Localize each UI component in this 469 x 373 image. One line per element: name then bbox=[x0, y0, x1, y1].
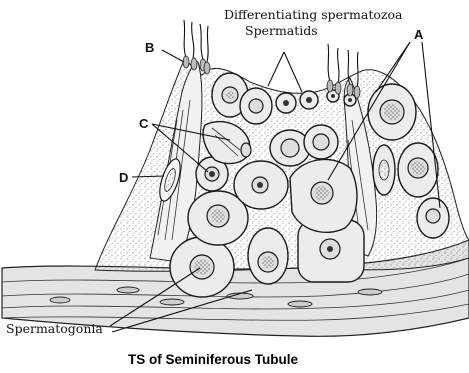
label-a: A bbox=[414, 27, 424, 42]
spermatocyte-cell-4 bbox=[304, 125, 338, 159]
pointer-spermatids-2 bbox=[284, 52, 302, 92]
spermatogonium-cell-a1 bbox=[368, 84, 416, 140]
spermatocyte-cell-2 bbox=[234, 161, 288, 209]
spermatogonium-cell bbox=[170, 237, 234, 297]
spermatocyte-cell-r bbox=[373, 145, 395, 195]
spermatocyte-cell-a bbox=[290, 159, 357, 232]
spermatocyte-cell-6 bbox=[240, 88, 272, 124]
pointer-b bbox=[162, 50, 184, 62]
label-spermatids: Spermatids bbox=[245, 23, 318, 38]
label-spermatogonia: Spermatogonia bbox=[6, 321, 103, 336]
label-c: C bbox=[139, 116, 149, 131]
spermatogonium-cell-a3 bbox=[417, 198, 449, 238]
spermatid-cell bbox=[276, 93, 296, 113]
label-b: B bbox=[145, 40, 154, 55]
spermatid-cell-2 bbox=[300, 91, 318, 109]
spermatozoa-cluster-left bbox=[183, 20, 210, 74]
spermatogonium-cell-2 bbox=[248, 228, 288, 284]
spermatocyte-cell-3 bbox=[270, 130, 310, 166]
pointer-spermatids-1 bbox=[268, 52, 284, 86]
diagram-caption: TS of Seminiferous Tubule bbox=[128, 352, 299, 367]
label-d: D bbox=[119, 170, 128, 185]
spermatogonium-cell-a2 bbox=[398, 143, 438, 197]
label-differentiating-spermatozoa: Differentiating spermatozoa bbox=[224, 7, 403, 22]
